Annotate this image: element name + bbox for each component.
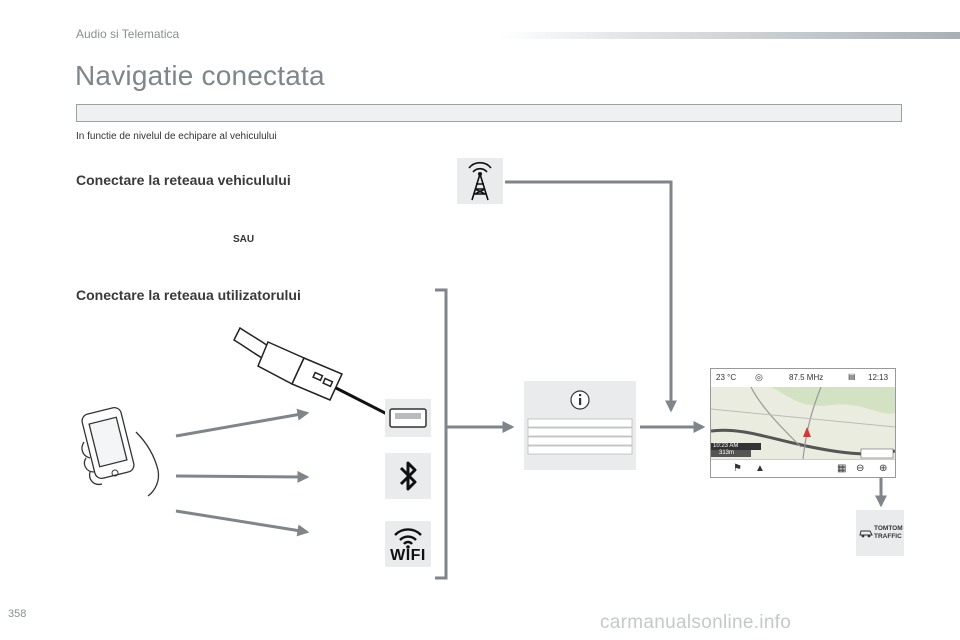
watermark: carmanualsonline.info xyxy=(600,612,792,633)
wifi-icon xyxy=(394,528,422,549)
usb-port-icon xyxy=(389,408,427,428)
bluetooth-icon xyxy=(399,461,417,491)
route-distance: 313m xyxy=(719,450,735,456)
vehicle-network-heading: Conectare la reteaua vehiculului xyxy=(76,172,291,188)
or-label: SAU xyxy=(233,234,255,245)
map-view xyxy=(711,387,895,459)
section-label: Audio si Telematica xyxy=(76,27,180,41)
usb-cable-illustration xyxy=(233,326,388,416)
header-bar xyxy=(500,32,960,39)
screen-toolbar: ⚑ ▲ ▦ ⊖ ⊕ xyxy=(711,459,895,477)
clock-readout: 12:13 xyxy=(868,373,889,382)
phone-bluetooth-arrow xyxy=(175,470,310,483)
traffic-label-line2: TRAFFIC xyxy=(874,533,902,540)
smartphone-in-hand-illustration xyxy=(81,406,160,497)
user-bracket xyxy=(435,288,448,580)
zoom-out-icon[interactable]: ⊖ xyxy=(856,463,865,474)
usb-port-icon-box xyxy=(385,399,431,437)
antenna-icon-box xyxy=(457,158,503,204)
zoom-in-icon[interactable]: ⊕ xyxy=(879,463,888,474)
page-number: 358 xyxy=(8,608,27,620)
compass-icon[interactable]: ▲ xyxy=(755,463,765,474)
antenna-icon xyxy=(468,161,492,201)
wifi-label: WIFI xyxy=(390,547,426,564)
phone-wifi-arrow xyxy=(175,509,310,537)
title-box xyxy=(76,104,902,122)
screen-status-bar: 23 °C ◎ 87.5 MHz ▤ 12:13 xyxy=(711,369,895,388)
map-options-icon[interactable]: ▦ xyxy=(837,463,847,474)
media-icon: ▤ xyxy=(848,372,856,381)
destination-flag-icon[interactable]: ⚑ xyxy=(733,463,742,474)
traffic-label-line1: TOMTOM xyxy=(874,525,903,532)
info-box xyxy=(524,381,636,470)
radio-frequency: 87.5 MHz xyxy=(789,373,824,382)
navigation-icon: ◎ xyxy=(755,372,763,382)
equipment-note: In functie de nivelul de echipare al veh… xyxy=(76,131,277,142)
navigation-screen: 23 °C ◎ 87.5 MHz ▤ 12:13 10:23 AM 313m ⚑… xyxy=(710,368,896,478)
temperature-readout: 23 °C xyxy=(716,373,737,382)
arrival-time: 10:23 AM xyxy=(713,443,739,449)
tomtom-traffic-icon-box: TOMTOM TRAFFIC xyxy=(856,510,904,556)
phone-usb-arrow xyxy=(175,408,310,438)
traffic-car-icon xyxy=(859,530,873,538)
info-icon xyxy=(527,390,633,455)
wifi-icon-box: WIFI xyxy=(385,521,431,567)
vehicle-line xyxy=(505,180,677,413)
bluetooth-icon-box xyxy=(385,453,431,499)
page-title: Navigatie conectata xyxy=(75,60,325,91)
traffic-label: TOMTOM TRAFFIC xyxy=(874,525,903,541)
user-network-heading: Conectare la reteaua utilizatorului xyxy=(76,287,301,303)
